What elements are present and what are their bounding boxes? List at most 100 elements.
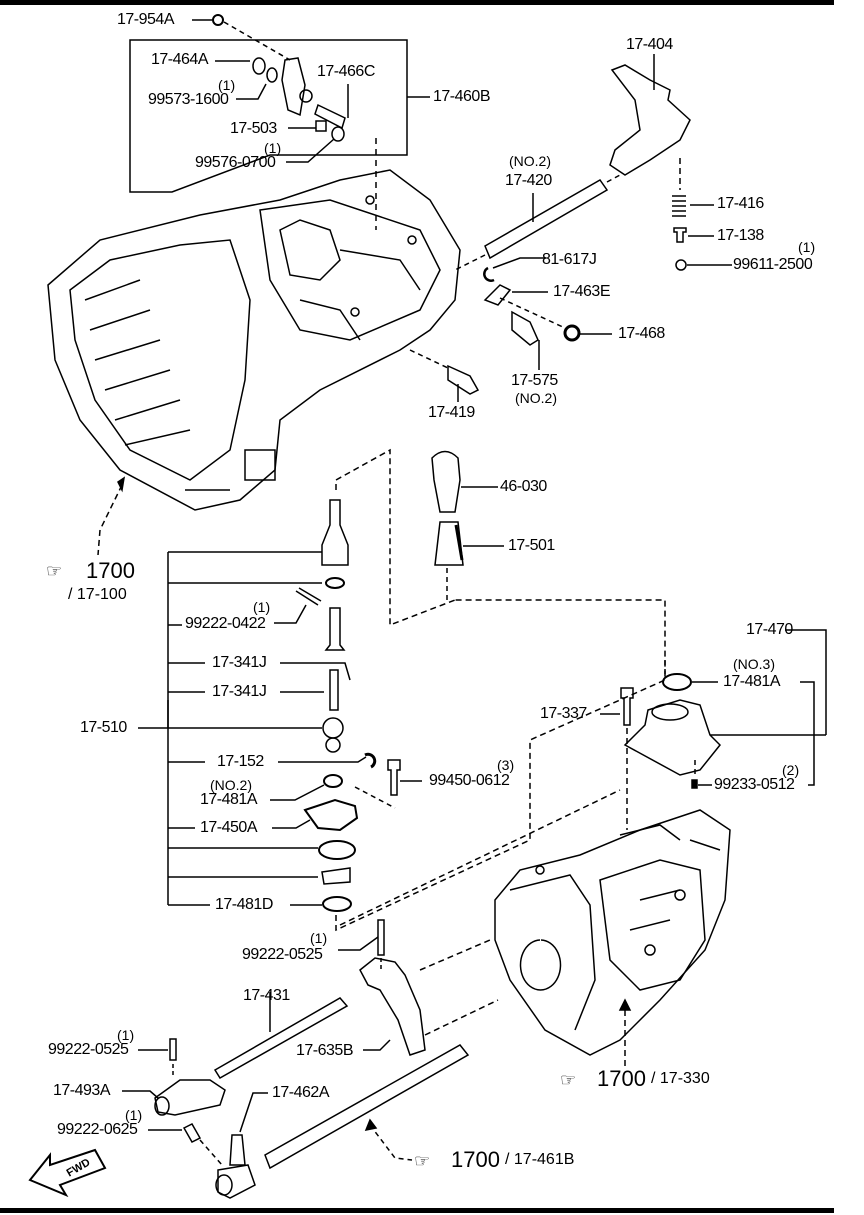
- qty-99233-0512: (2): [782, 762, 800, 778]
- callout-17-463E: 17-463E: [553, 283, 611, 300]
- qty-99611-2500: (1): [798, 239, 816, 255]
- callout-46-030: 46-030: [500, 478, 547, 495]
- callout-17-481A-no2: 17-481A: [200, 791, 258, 808]
- subassembly-box: [129, 39, 408, 193]
- ref-part-17-461B[interactable]: / 17-461B: [505, 1151, 575, 1168]
- part-99233-0512: [691, 779, 698, 789]
- part-46-030: [431, 450, 461, 513]
- part-17-450A: [303, 798, 359, 832]
- callout-17-404: 17-404: [626, 36, 673, 53]
- part-17-152: [364, 752, 377, 769]
- callout-17-462A: 17-462A: [272, 1084, 330, 1101]
- callout-17-468: 17-468: [618, 325, 665, 342]
- callout-17-460B: 17-460B: [433, 88, 491, 105]
- pointing-hand-icon: ☞: [414, 1151, 431, 1171]
- part-99222-0525-a: [377, 919, 385, 956]
- callout-17-470: 17-470: [746, 621, 793, 638]
- callout-17-575: 17-575: [511, 372, 558, 389]
- qty-99222-0422: (1): [253, 599, 271, 615]
- part-17-341J-sleeve: [324, 607, 346, 651]
- part-17-337: [620, 687, 634, 726]
- callout-17-481D: 17-481D: [215, 896, 273, 913]
- part-99222-0625: [182, 1123, 202, 1143]
- note-17-481A-no2: (NO.2): [210, 777, 252, 793]
- part-17-575: [511, 310, 539, 346]
- callout-17-493A: 17-493A: [53, 1082, 111, 1099]
- callout-17-341J-b: 17-341J: [212, 683, 267, 700]
- part-17-419: [447, 364, 480, 395]
- part-17-501: [434, 521, 464, 566]
- callout-99222-0422: 99222-0422: [185, 615, 266, 632]
- callout-17-464A: 17-464A: [151, 51, 209, 68]
- arrow-to-ref-17-100: [99, 484, 123, 531]
- part-17-463E: [483, 284, 512, 306]
- part-17-510: [322, 717, 344, 739]
- part-17-461B: [264, 1044, 470, 1170]
- callout-17-420: 17-420: [505, 172, 552, 189]
- callout-17-501: 17-501: [508, 537, 555, 554]
- part-17-466C: [314, 103, 346, 130]
- part-17-954A: [212, 14, 224, 26]
- part-17-468: [563, 324, 581, 342]
- callout-17-431: 17-431: [243, 987, 290, 1004]
- dashed-envelope: [335, 599, 666, 932]
- callout-99576-0700: 99576-0700: [195, 154, 276, 171]
- callout-17-337: 17-337: [540, 705, 587, 722]
- part-lever-upper: [321, 499, 349, 566]
- callout-99222-0525-b: 99222-0525: [48, 1041, 129, 1058]
- qty-99576-0700: (1): [264, 140, 282, 156]
- qty-99222-0525-b: (1): [117, 1027, 135, 1043]
- callout-17-466C: 17-466C: [317, 63, 375, 80]
- transmission-case-drawing: [47, 169, 461, 511]
- callout-17-416: 17-416: [717, 195, 764, 212]
- callout-99450-0612: 99450-0612: [429, 772, 510, 789]
- callout-17-419: 17-419: [428, 404, 475, 421]
- callout-17-510: 17-510: [80, 719, 127, 736]
- part-17-481D: [322, 896, 352, 912]
- callout-99611-2500: 99611-2500: [733, 256, 813, 273]
- part-17-481A-no3: [662, 673, 692, 691]
- part-17-138: [673, 227, 687, 243]
- callout-17-341J-a: 17-341J: [212, 654, 267, 671]
- note-17-575: (NO.2): [515, 390, 557, 406]
- part-17-462A-arm: [229, 1134, 246, 1166]
- callout-99222-0525-a: 99222-0525: [242, 946, 323, 963]
- qty-99222-0625: (1): [125, 1107, 143, 1123]
- callout-17-503: 17-503: [230, 120, 277, 137]
- qty-99573-1600: (1): [218, 77, 236, 93]
- ref-part-17-330[interactable]: / 17-330: [651, 1070, 710, 1087]
- ref-group-17-461B[interactable]: 1700: [451, 1147, 500, 1172]
- bottom-border: [0, 1208, 834, 1213]
- callout-17-138: 17-138: [717, 227, 764, 244]
- callout-99573-1600: 99573-1600: [148, 91, 229, 108]
- callout-17-481A-no3: 17-481A: [723, 673, 781, 690]
- qty-99222-0525-a: (1): [310, 930, 328, 946]
- callout-17-450A: 17-450A: [200, 819, 258, 836]
- part-99222-0525-b: [169, 1038, 177, 1061]
- callout-99222-0625: 99222-0625: [57, 1121, 138, 1138]
- part-81-617J: [483, 266, 495, 282]
- part-17-493A: [154, 1079, 226, 1116]
- pointing-hand-icon: ☞: [560, 1070, 577, 1090]
- part-17-404: [609, 64, 691, 176]
- part-17-420: [484, 179, 609, 260]
- note-17-420: (NO.2): [509, 153, 551, 169]
- fwd-arrow-icon: [28, 1148, 107, 1198]
- callout-99233-0512: 99233-0512: [714, 776, 795, 793]
- ref-part-17-100[interactable]: / 17-100: [68, 586, 127, 603]
- callout-17-152: 17-152: [217, 753, 264, 770]
- top-border: [0, 0, 834, 5]
- pointing-hand-icon: ☞: [46, 561, 63, 581]
- callout-17-635B: 17-635B: [296, 1042, 354, 1059]
- part-17-431: [213, 997, 349, 1080]
- note-17-481A-no3: (NO.3): [733, 656, 775, 672]
- ref-group-17-330[interactable]: 1700: [597, 1066, 646, 1091]
- part-17-416: [672, 195, 686, 217]
- qty-99450-0612: (3): [497, 757, 515, 773]
- part-99450-0612: [387, 759, 401, 796]
- dashline: [223, 21, 291, 61]
- ref-group-17-100[interactable]: 1700: [86, 558, 135, 583]
- part-shift-lever: [281, 57, 306, 117]
- callout-17-954A: 17-954A: [117, 11, 175, 28]
